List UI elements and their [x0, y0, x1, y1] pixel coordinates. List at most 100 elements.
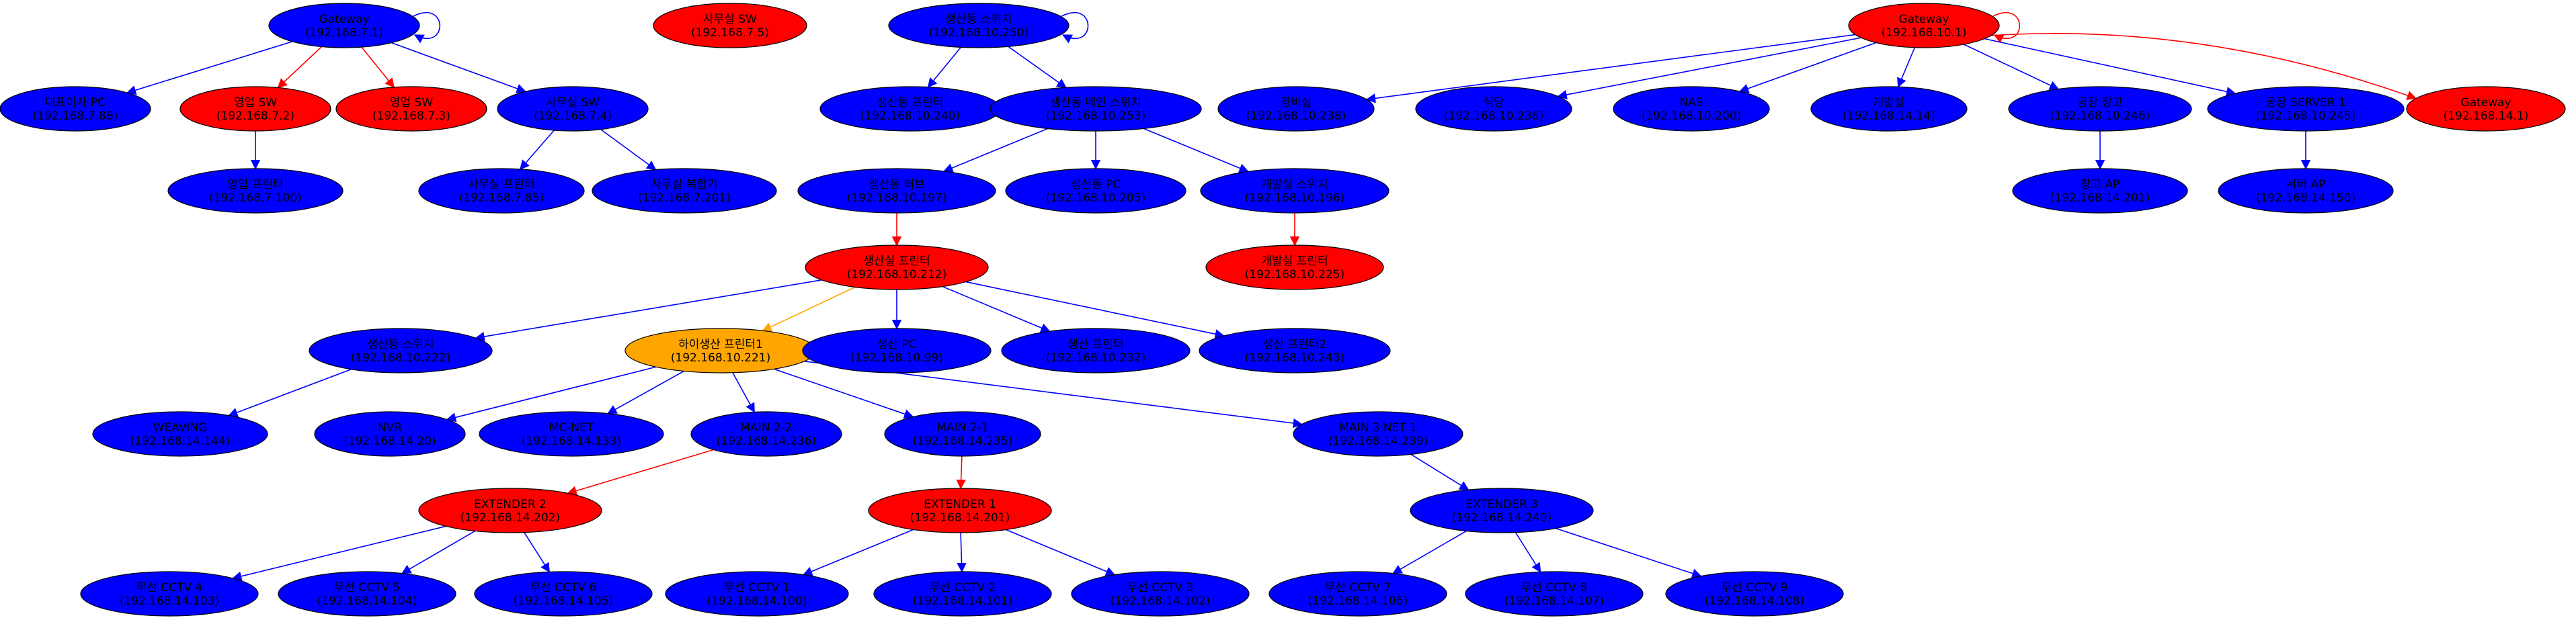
node-p221[interactable]: 하이생산 프린터1(192.168.10.221)	[625, 328, 817, 373]
node-r5c[interactable]: 창고 AP(192.168.14.201)	[2012, 168, 2188, 214]
node-shape[interactable]	[1269, 571, 1447, 617]
node-n10p4[interactable]: 생산 프린터(192.168.10.232)	[1001, 328, 1191, 373]
node-shape[interactable]	[1665, 571, 1844, 617]
node-shape[interactable]	[0, 86, 151, 132]
node-sw75[interactable]: 사무실 SW(192.168.7.5)	[653, 3, 807, 48]
node-r6[interactable]: 공장 SERVER 1(192.168.10.245)	[2207, 86, 2405, 132]
node-c1[interactable]: 무선 CCTV 1(192.168.14.100)	[665, 571, 849, 617]
node-r5[interactable]: 공장 창고(192.168.10.246)	[2008, 86, 2192, 132]
node-shape[interactable]	[797, 168, 996, 214]
node-shape[interactable]	[92, 411, 268, 457]
node-shape[interactable]	[418, 488, 602, 533]
node-shape[interactable]	[1001, 328, 1191, 373]
node-shape[interactable]	[1415, 86, 1572, 132]
node-n10p1[interactable]: 생산동 스위치(192.168.10.222)	[309, 328, 493, 373]
node-r6c[interactable]: 서버 AP(192.168.14.150)	[2218, 168, 2394, 214]
node-shape[interactable]	[309, 328, 493, 373]
node-n14b[interactable]: NVR(192.168.14.20)	[314, 411, 466, 457]
node-shape[interactable]	[1005, 168, 1186, 214]
node-c7[interactable]: 무선 CCTV 7(192.168.14.106)	[1269, 571, 1447, 617]
node-sw72[interactable]: 영업 SW(192.168.7.2)	[179, 86, 331, 132]
node-r2[interactable]: 식당(192.168.10.236)	[1415, 86, 1572, 132]
node-ext1[interactable]: EXTENDER 1(192.168.14.201)	[868, 488, 1052, 533]
node-n78[interactable]: 대표이사 PC(192.168.7.88)	[0, 86, 151, 132]
node-shape[interactable]	[690, 411, 842, 457]
node-n785[interactable]: 사무실 프린터(192.168.7.85)	[418, 168, 585, 214]
node-shape[interactable]	[653, 3, 807, 48]
node-n10p5[interactable]: 생산 프린터2(192.168.10.243)	[1199, 328, 1391, 373]
node-g10b[interactable]: 생산동 스위치(192.168.10.250)	[888, 3, 1070, 48]
node-r3[interactable]: NAS(192.168.10.200)	[1613, 86, 1770, 132]
node-g14[interactable]: Gateway(192.168.14.1)	[2406, 86, 2566, 132]
node-shape[interactable]	[1848, 3, 2000, 48]
node-shape[interactable]	[497, 86, 649, 132]
node-shape[interactable]	[2008, 86, 2192, 132]
node-shape[interactable]	[888, 3, 1070, 48]
node-shape[interactable]	[278, 571, 456, 617]
node-shape[interactable]	[2207, 86, 2405, 132]
node-shape[interactable]	[1217, 86, 1375, 132]
node-sw73[interactable]: 영업 SW(192.168.7.3)	[335, 86, 487, 132]
node-n7201[interactable]: 사무실 복합기(192.168.7.201)	[592, 168, 777, 214]
node-shape[interactable]	[314, 411, 466, 457]
node-c2[interactable]: 무선 CCTV 2(192.168.14.101)	[873, 571, 1052, 617]
node-n14c[interactable]: MC-NET(192.168.14.133)	[479, 411, 664, 457]
node-main3[interactable]: MAIN 3 NET 1(192.168.14.239)	[1293, 411, 1463, 457]
node-p225[interactable]: 개발실 프린터(192.168.10.225)	[1205, 245, 1384, 290]
node-c4[interactable]: 무선 CCTV 4(192.168.14.103)	[80, 571, 259, 617]
node-shape[interactable]	[805, 245, 989, 290]
node-shape[interactable]	[179, 86, 331, 132]
node-n10b2[interactable]: 생산동 메인 스위치(192.168.10.253)	[990, 86, 1202, 132]
node-r1[interactable]: 경비실(192.168.10.238)	[1217, 86, 1375, 132]
node-shape[interactable]	[2406, 86, 2566, 132]
node-shape[interactable]	[1199, 328, 1391, 373]
node-shape[interactable]	[1410, 488, 1594, 533]
node-shape[interactable]	[268, 3, 420, 48]
node-main21[interactable]: MAIN 2-1(192.168.14.235)	[884, 411, 1041, 457]
node-n10b3[interactable]: 생산동 허브(192.168.10.197)	[797, 168, 996, 214]
node-c9[interactable]: 무선 CCTV 9(192.168.14.108)	[1665, 571, 1844, 617]
node-shape[interactable]	[802, 328, 992, 373]
node-sw74[interactable]: 사무실 SW(192.168.7.4)	[497, 86, 649, 132]
node-shape[interactable]	[873, 571, 1052, 617]
node-name-label: 무선 CCTV 6	[530, 581, 597, 594]
edge-sw74-n785	[519, 130, 555, 170]
node-shape[interactable]	[335, 86, 487, 132]
node-shape[interactable]	[665, 571, 849, 617]
node-shape[interactable]	[418, 168, 585, 214]
node-shape[interactable]	[1071, 571, 1250, 617]
node-n10p3[interactable]: 생산 PC(192.168.10.99)	[802, 328, 992, 373]
node-main2[interactable]: MAIN 2-2(192.168.14.236)	[690, 411, 842, 457]
node-n7100[interactable]: 영업 프린터(192.168.7.100)	[167, 168, 344, 214]
node-shape[interactable]	[1465, 571, 1644, 617]
node-ext2[interactable]: EXTENDER 2(192.168.14.202)	[418, 488, 602, 533]
node-p212[interactable]: 생산실 프린터(192.168.10.212)	[805, 245, 989, 290]
node-shape[interactable]	[2218, 168, 2394, 214]
node-shape[interactable]	[2012, 168, 2188, 214]
node-shape[interactable]	[474, 571, 653, 617]
node-shape[interactable]	[479, 411, 664, 457]
node-shape[interactable]	[1810, 86, 1968, 132]
node-shape[interactable]	[1293, 411, 1463, 457]
node-r4[interactable]: 개발실(192.168.14.14)	[1810, 86, 1968, 132]
node-n10b1[interactable]: 생산동 프린터(192.168.10.240)	[819, 86, 1001, 132]
node-n14a[interactable]: WEAVING(192.168.14.144)	[92, 411, 268, 457]
node-g10[interactable]: Gateway(192.168.10.1)	[1848, 3, 2000, 48]
node-ext3[interactable]: EXTENDER 3(192.168.14.240)	[1410, 488, 1594, 533]
node-c3[interactable]: 무선 CCTV 3(192.168.14.102)	[1071, 571, 1250, 617]
node-shape[interactable]	[868, 488, 1052, 533]
node-shape[interactable]	[592, 168, 777, 214]
node-n10b5[interactable]: 개발실 스위치(192.168.10.196)	[1200, 168, 1390, 214]
node-c6[interactable]: 무선 CCTV 6(192.168.14.105)	[474, 571, 653, 617]
node-g7[interactable]: Gateway(192.168.7.1)	[268, 3, 420, 48]
node-shape[interactable]	[1613, 86, 1770, 132]
node-c8[interactable]: 무선 CCTV 8(192.168.14.107)	[1465, 571, 1644, 617]
node-shape[interactable]	[80, 571, 259, 617]
node-shape[interactable]	[884, 411, 1041, 457]
node-shape[interactable]	[167, 168, 344, 214]
node-shape[interactable]	[990, 86, 1202, 132]
node-c5[interactable]: 무선 CCTV 5(192.168.14.104)	[278, 571, 456, 617]
node-shape[interactable]	[1205, 245, 1384, 290]
node-n10b4[interactable]: 생산동 PC(192.168.10.205)	[1005, 168, 1186, 214]
node-shape[interactable]	[1200, 168, 1390, 214]
